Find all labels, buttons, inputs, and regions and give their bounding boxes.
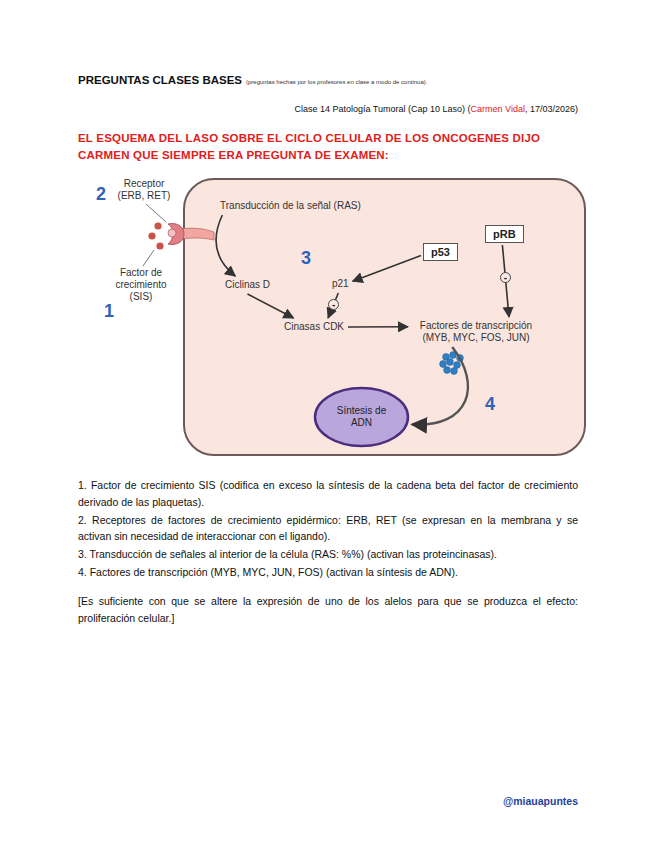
header-note: (preguntas hechas por los profesores en …: [246, 79, 427, 85]
inhibition-sign: -: [500, 272, 511, 283]
p21-text: p21: [330, 277, 351, 291]
node-text: pRB: [493, 228, 516, 240]
growth-factor-dot: [148, 232, 155, 239]
cell-region: 3 Transducción de la señal (RAS) Ciclinas …: [183, 178, 586, 456]
cell-outline: [184, 179, 585, 455]
node-text: p53: [431, 246, 450, 258]
signal-text: Transducción de la señal (RAS): [218, 199, 363, 213]
list-item: 4. Factores de transcripción (MYB, MYC, …: [78, 564, 578, 581]
dna-synthesis-ellipse: Síntesis de ADN: [313, 386, 410, 448]
class-line: Clase 14 Patología Tumoral (Cap 10 Laso)…: [294, 104, 578, 114]
class-date: , 17/03/2026): [525, 104, 578, 114]
dna-cluster: [440, 352, 464, 375]
growth-factor-label: Factor de crecimiento (SIS): [106, 266, 176, 304]
connector-arrow: [328, 293, 338, 318]
node-text: Factores de transcripción (MYB, MYC, FOS…: [412, 320, 540, 344]
notes-column: 1. Factor de crecimiento SIS (codifica e…: [78, 477, 578, 627]
inhibition-sign: -: [328, 299, 339, 310]
transcription-text: Factores de transcripción (MYB, MYC, FOS…: [410, 319, 542, 345]
callout-number: 4: [485, 394, 495, 415]
callout-number: 1: [104, 301, 114, 322]
connector-arrow: [216, 215, 235, 276]
kinase-text: Cinasas CDK: [282, 320, 346, 334]
node-text: Ciclinas D: [225, 279, 270, 291]
growth-factor-dot: [156, 242, 163, 249]
node-text: Factor de crecimiento (SIS): [108, 267, 174, 303]
connector-arrow: [412, 347, 468, 425]
growth-factor-dot: [154, 222, 161, 229]
callout-number: 2: [96, 184, 106, 205]
cyclin-text: Ciclinas D: [223, 278, 272, 292]
list-item: 2. Receptores de factores de crecimiento…: [78, 512, 578, 546]
connector-arrow: [353, 256, 421, 282]
list-item: 3. Transducción de señales al interior d…: [78, 546, 578, 563]
node-text: Síntesis de ADN: [331, 405, 393, 430]
list-item: 1. Factor de crecimiento SIS (codifica e…: [78, 477, 578, 511]
node-text: Cinasas CDK: [284, 321, 344, 333]
watermark: @miauapuntes: [503, 795, 578, 807]
connector-arrow: [348, 326, 408, 328]
note-text: [Es suficiente con que se altere la expr…: [78, 593, 578, 627]
class-info: Clase 14 Patología Tumoral (Cap 10 Laso)…: [294, 104, 470, 114]
page-heading: EL ESQUEMA DEL LASO SOBRE EL CICLO CELUL…: [78, 130, 580, 163]
header-title: PREGUNTAS CLASES BASES: [78, 74, 242, 86]
node-text: Transducción de la señal (RAS): [220, 200, 361, 212]
teacher-name: Carmen Vidal: [471, 104, 525, 114]
receptor-site: [168, 229, 176, 237]
leader-line: [146, 204, 166, 222]
receptor-head: [168, 223, 184, 244]
receptor-label: Receptor (ERB, RET): [112, 177, 176, 203]
node-text: p21: [332, 278, 349, 290]
protein-box: p53: [423, 243, 458, 261]
protein-box: pRB: [485, 225, 524, 243]
leader-line: [143, 250, 154, 266]
connector-arrow: [248, 294, 294, 318]
receptor-tail: [180, 228, 214, 240]
node-text: 3: [301, 248, 311, 269]
node-text: Receptor (ERB, RET): [114, 178, 174, 202]
header-row: PREGUNTAS CLASES BASES (preguntas hechas …: [78, 74, 427, 86]
